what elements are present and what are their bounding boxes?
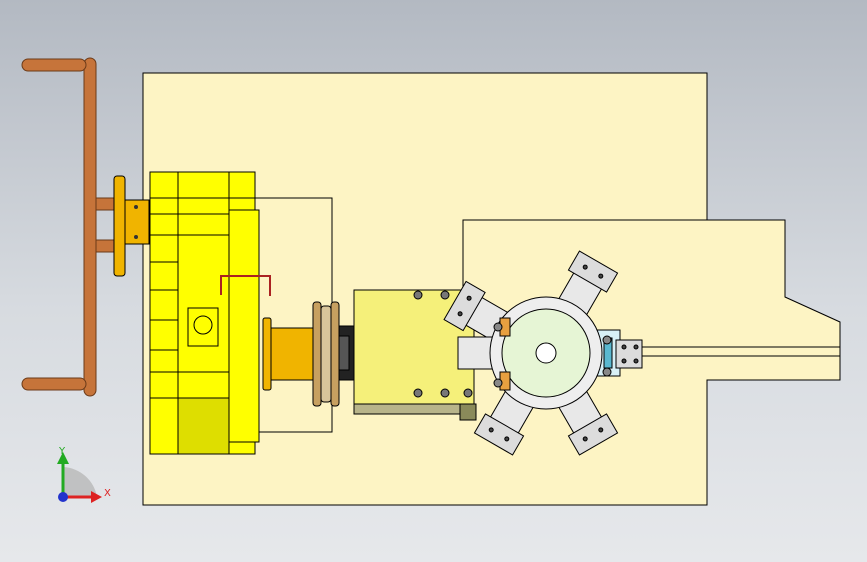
coupling-disc-3 [330, 301, 340, 407]
handwheel-rim [83, 57, 97, 397]
handwheel-hub-flange [113, 175, 126, 277]
star-wheel[interactable] [443, 250, 643, 456]
turntable-center-bore [535, 342, 557, 364]
reducer-plug [193, 315, 213, 335]
triad-y-label: Y [58, 446, 66, 457]
bolt-heads-bottom [413, 388, 473, 398]
triad-x-label: X [104, 488, 111, 499]
coupling-hub [270, 327, 314, 381]
bearing-block-base [353, 403, 475, 415]
coupling-disc-1 [312, 301, 322, 407]
handwheel[interactable] [21, 57, 150, 397]
coordinate-triad: Y X [57, 446, 111, 503]
triad-rotation-arc [63, 467, 97, 497]
handle-bottom [21, 377, 87, 391]
output-coupling[interactable] [259, 301, 377, 407]
handle-top [21, 58, 87, 72]
coupling-disc-2 [320, 305, 332, 403]
gear-reducer[interactable] [149, 171, 271, 455]
triad-origin [58, 492, 68, 502]
coupling-flange [262, 317, 272, 391]
